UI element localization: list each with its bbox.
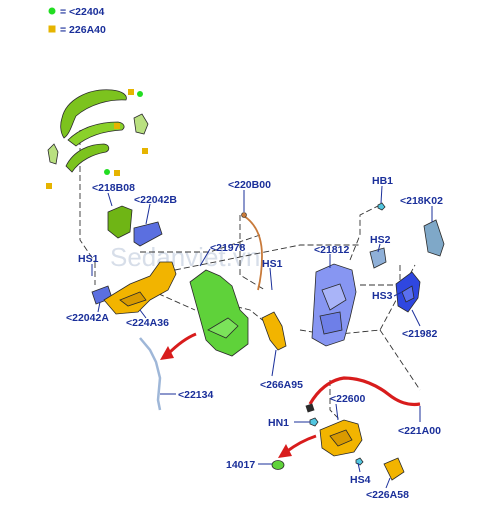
part-266A95 (261, 311, 287, 351)
part-22600 (308, 376, 421, 407)
part-HS2 (369, 247, 387, 269)
label-14017: 14017 (226, 459, 255, 471)
direction-arrow (285, 434, 317, 454)
part-21982-detail (401, 285, 415, 303)
label-22600: <22600 (330, 393, 365, 405)
direction-arrow (166, 332, 197, 356)
part-22134 (139, 337, 162, 411)
yellow-square-icon (128, 89, 134, 95)
yellow-square-icon (114, 123, 120, 129)
outside-handle-middle (67, 121, 125, 147)
part-21978 (189, 269, 249, 357)
label-HS1-center: HS1 (262, 258, 283, 270)
part-224A36-detail (119, 291, 147, 307)
cable-end (305, 403, 315, 413)
part-226A58 (383, 457, 405, 481)
part-21812-detail (321, 283, 347, 311)
label-21978: <21978 (210, 242, 245, 254)
part-14017 (271, 460, 285, 470)
part-handle-detail (329, 429, 353, 447)
label-22042A: <22042A (66, 312, 109, 324)
outside-handle-lower (65, 143, 110, 173)
label-HS4: HS4 (350, 474, 371, 486)
label-220B00: <220B00 (228, 179, 271, 191)
nut-HN1 (309, 417, 319, 427)
part-220B00 (243, 215, 263, 291)
label-226A58: <226A58 (366, 489, 409, 501)
label-221A00: <221A00 (398, 425, 441, 437)
label-HS2: HS2 (370, 234, 391, 246)
label-HS1-left: HS1 (78, 253, 99, 265)
part-21812-detail (319, 311, 343, 335)
part-21978-detail (207, 317, 239, 339)
part-22042B (133, 221, 163, 247)
green-dot-icon (104, 169, 110, 175)
part-218K02 (423, 219, 445, 257)
legend-yellow-text: = 226A40 (60, 24, 106, 36)
cable-end (241, 212, 247, 218)
legend-green-dot-icon (48, 7, 56, 15)
assembly-lines (79, 130, 421, 421)
yellow-square-icon (142, 148, 148, 154)
label-HS3: HS3 (372, 290, 393, 302)
legend-yellow-square-icon (48, 25, 56, 33)
arrow-head (160, 346, 174, 360)
outside-handle-upper (60, 89, 127, 139)
label-22134: <22134 (178, 389, 213, 401)
label-266A95: <266A95 (260, 379, 303, 391)
handle-clip (133, 113, 149, 135)
label-21812: <21812 (314, 244, 349, 256)
yellow-square-icon (46, 183, 52, 189)
legend: = <22404 = 226A40 (48, 6, 106, 36)
label-218B08: <218B08 (92, 182, 135, 194)
watermark: Sedanviet.vn (110, 242, 260, 272)
arrow-head (278, 444, 292, 458)
leader-lines (91, 185, 433, 489)
part-218B08 (107, 205, 133, 239)
label-22042B: <22042B (134, 194, 177, 206)
part-labels: <218B08 <22042B <220B00 HB1 <218K02 <219… (66, 175, 443, 501)
screw-HS4 (355, 457, 364, 466)
outside-handle-group (46, 89, 149, 189)
legend-green-text: = <22404 (60, 6, 105, 18)
label-HN1: HN1 (268, 417, 289, 429)
green-dot-icon (137, 91, 143, 97)
label-224A36: <224A36 (126, 317, 169, 329)
yellow-square-icon (114, 170, 120, 176)
handle-clip (47, 143, 59, 165)
screw-HB1 (377, 202, 386, 211)
label-21982: <21982 (402, 328, 437, 340)
label-218K02: <218K02 (400, 195, 443, 207)
label-HB1: HB1 (372, 175, 393, 187)
